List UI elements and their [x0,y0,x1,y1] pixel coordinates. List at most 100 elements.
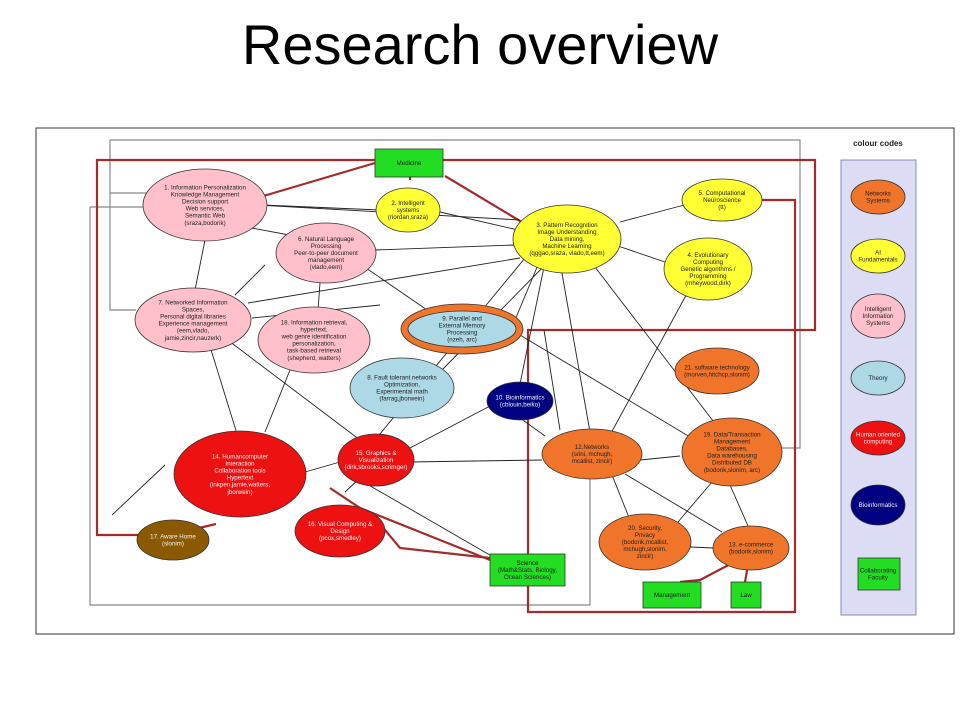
node-label: Law [740,592,752,599]
edge [584,253,721,431]
grey-connectors [89,139,801,606]
edge [194,239,206,291]
edge [611,474,631,521]
node-label: 12.Networks(srini, mchugh,mcallist, zinc… [572,444,613,465]
node-label: 20. Security,Privacy(bodorik,mcallist,mc… [622,525,669,560]
edge [261,204,381,211]
edge [519,261,546,385]
edge [365,267,431,313]
node-label: Medicine [397,160,422,167]
edge [234,264,266,296]
node-shape [257,306,371,374]
grey-connector [110,139,801,449]
node-shape [541,428,643,480]
edge [543,329,561,431]
red-connector [259,161,376,199]
edge [614,244,666,263]
node-shape [681,417,783,487]
node-label: Management [654,592,690,599]
node-label: 13. e-commerce(bodorik,slonim) [729,541,774,555]
page-title: Research overview [241,13,719,76]
node-shape [337,433,415,487]
edge [519,417,546,437]
node-label: 16. Visual Computing &Design(pcox,smedle… [308,521,373,542]
node-label: 10. Bioinformatics(cblouin,beiko) [495,394,544,408]
legend-swatch [857,557,901,591]
node-shape [730,581,762,609]
node-n18: 18. Information retrieval,hypertext,web … [257,306,371,374]
node-n21: 21. software technology(morven,hitchcp,s… [674,347,760,395]
node-medicine: Medicine [374,148,444,178]
edge [519,334,696,441]
legend-swatch [850,238,906,274]
node-shape [712,525,790,571]
node-shape [681,178,763,222]
node-shape [489,553,566,587]
edge [624,473,723,533]
legend-swatch [850,420,906,456]
edge [374,244,516,251]
edge [639,455,681,461]
node-law: Law [730,581,762,609]
node-shape [674,347,760,395]
edge [359,479,496,559]
edge [689,546,715,549]
edge [677,481,713,523]
edge [439,211,519,231]
node-n12: 12.Networks(srini, mchugh,mcallist, zinc… [541,428,643,480]
node-shape [663,237,753,301]
legend-item: Theory [850,360,906,396]
red-connector [679,559,739,584]
edge [111,464,166,516]
legend-swatch [850,360,906,396]
node-n17: 17. Aware Home(slonim) [136,519,210,561]
node-shape [374,148,444,178]
node-shape [134,287,252,353]
legend-label: Theory [868,375,888,382]
node-shape [349,357,455,419]
node-label: 17. Aware Home(slonim) [150,533,196,547]
node-n16: 16. Visual Computing &Design(pcox,smedle… [294,504,386,558]
edge [247,257,521,304]
node-shape [275,222,377,284]
node-label: 15. Graphics &Visualization(dirk,sbrooks… [345,450,408,471]
edge [409,404,493,449]
edge [559,261,591,433]
red-connector [379,523,491,560]
node-shape [142,168,268,242]
grey-connector [89,206,591,606]
node-shape [598,513,692,571]
legend-item: Bioinformatics [850,484,906,526]
node-shape [512,204,622,274]
red-connector [444,175,526,225]
edge [407,459,543,463]
edge [514,259,541,321]
